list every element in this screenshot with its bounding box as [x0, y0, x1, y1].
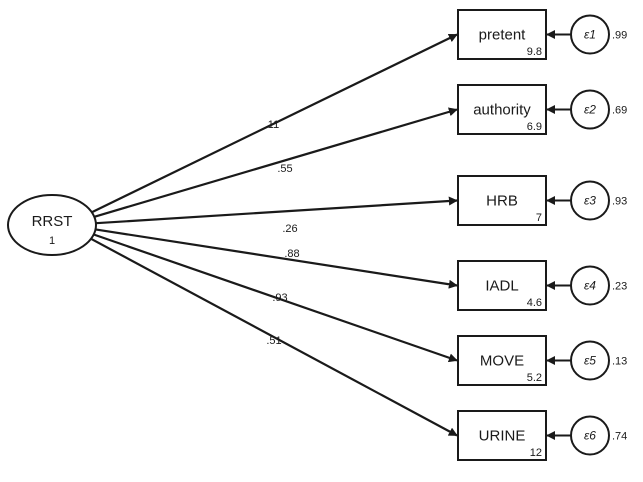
error-variance: .74 [612, 431, 627, 443]
error-symbol: ε4 [584, 279, 596, 293]
loading-arrow-hrb [95, 196, 458, 225]
indicator-box [457, 410, 547, 461]
indicator-name: pretent [479, 27, 527, 44]
loading-label-pretent: .11 [265, 119, 279, 131]
loading-label-iadl: .88 [284, 248, 299, 260]
loading-label-hrb: .26 [282, 223, 297, 235]
latent-node-rrst: RRST 1 [7, 194, 97, 256]
indicator-intercept: 12 [530, 447, 542, 459]
loading-arrow-authority [94, 107, 458, 218]
indicator-name: URINE [479, 428, 526, 445]
loading-arrow-pretent [91, 33, 458, 214]
indicator-box [457, 175, 547, 226]
latent-ellipse [7, 194, 97, 256]
indicator-name: MOVE [480, 353, 524, 370]
indicator-intercept: 4.6 [527, 297, 542, 309]
error-variance: .93 [612, 196, 627, 208]
error-node-2: ε2 .69 [546, 89, 627, 130]
indicator-name: authority [473, 102, 531, 119]
loading-arrow-move [93, 233, 458, 363]
error-variance: .69 [612, 105, 627, 117]
error-node-6: ε6 .74 [546, 415, 627, 456]
error-symbol: ε1 [584, 28, 596, 42]
indicator-box [457, 335, 547, 386]
indicator-intercept: 9.8 [527, 46, 542, 58]
indicator-node-iadl: IADL 4.6 [457, 260, 547, 311]
error-symbol: ε3 [584, 194, 596, 208]
error-variance: .99 [612, 30, 627, 42]
error-node-1: ε1 .99 [546, 14, 627, 55]
error-symbol: ε5 [584, 354, 596, 368]
indicator-box [457, 9, 547, 60]
loading-label-urine: .51 [266, 335, 281, 347]
loading-arrow-iadl [95, 228, 458, 289]
loading-paths: .11 .55 .26 .88 .93 .51 [90, 33, 458, 437]
error-symbol: ε6 [584, 429, 596, 443]
loading-label-move: .93 [272, 292, 287, 304]
indicator-intercept: 5.2 [527, 372, 542, 384]
indicator-name: HRB [486, 193, 518, 210]
indicator-name: IADL [485, 278, 518, 295]
indicator-box [457, 260, 547, 311]
latent-variance: 1 [49, 235, 55, 247]
indicator-node-authority: authority 6.9 [457, 84, 547, 135]
indicator-intercept: 7 [536, 212, 542, 224]
loading-arrow-urine [90, 237, 458, 437]
indicator-box [457, 84, 547, 135]
error-variance: .23 [612, 281, 627, 293]
latent-name: RRST [32, 213, 73, 230]
error-node-3: ε3 .93 [546, 180, 627, 221]
indicator-intercept: 6.9 [527, 121, 542, 133]
indicator-node-hrb: HRB 7 [457, 175, 547, 226]
loading-label-authority: .55 [277, 163, 292, 175]
error-node-4: ε4 .23 [546, 265, 627, 306]
indicator-node-urine: URINE 12 [457, 410, 547, 461]
error-node-5: ε5 .13 [546, 340, 627, 381]
error-symbol: ε2 [584, 103, 596, 117]
error-variance: .13 [612, 356, 627, 368]
